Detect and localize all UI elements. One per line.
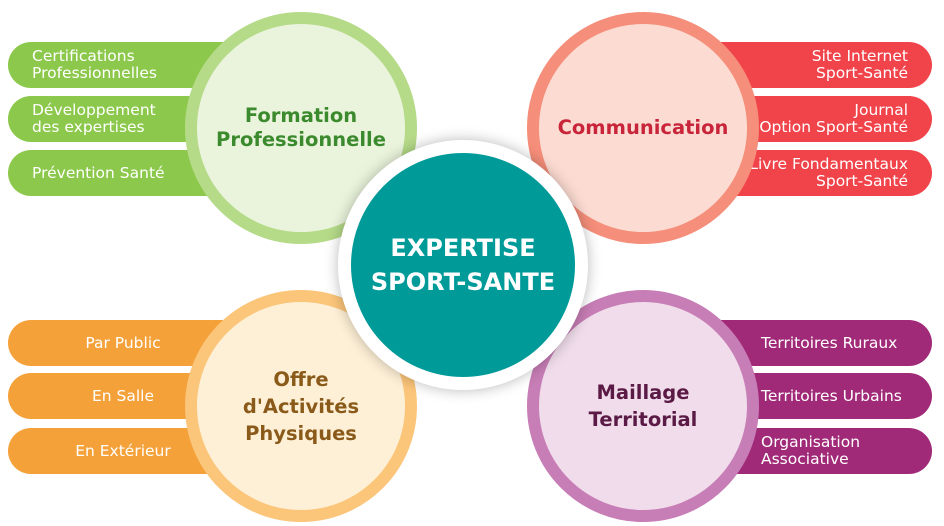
center-circle: EXPERTISE SPORT-SANTE [338,140,588,390]
